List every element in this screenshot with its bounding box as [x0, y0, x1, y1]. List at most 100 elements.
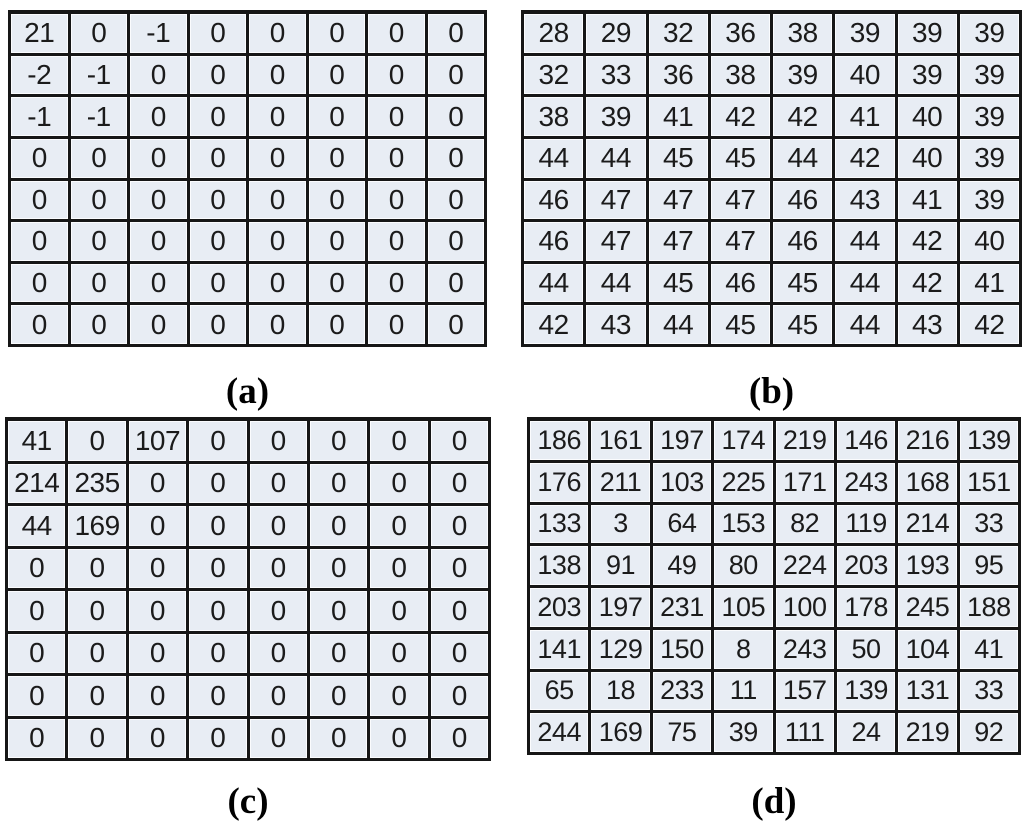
matrix-cell: 0: [430, 421, 488, 461]
matrix-cell: 0: [249, 421, 307, 461]
matrix-cell: 24: [836, 713, 896, 752]
matrix-cell: 45: [648, 138, 708, 178]
matrix-cell: 41: [835, 97, 895, 136]
matrix-cell: 38: [524, 97, 584, 136]
matrix-cell: 243: [775, 629, 834, 669]
matrix-cell: 0: [189, 421, 247, 461]
matrix-cell: 0: [68, 421, 126, 461]
matrix-cell: 0: [249, 548, 307, 588]
matrix-cell: 0: [189, 180, 246, 220]
matrix-cell: 0: [430, 676, 488, 716]
matrix-cell: 0: [11, 180, 68, 220]
matrix-cell: 0: [189, 506, 247, 546]
matrix-cell: 0: [8, 548, 66, 588]
matrix-cell: 0: [309, 591, 368, 631]
matrix-cell: 0: [427, 14, 484, 53]
matrix-cell: 0: [249, 305, 306, 344]
matrix-cell: 0: [249, 591, 307, 631]
matrix-cell: 46: [710, 263, 770, 303]
matrix-cell: 43: [586, 305, 646, 344]
matrix-cell: 0: [368, 14, 425, 53]
matrix-cell: 0: [189, 138, 246, 178]
matrix-cell: 0: [130, 97, 187, 136]
matrix-cell: 0: [370, 421, 428, 461]
matrix-cell: 0: [368, 55, 425, 95]
matrix-cell: 0: [368, 222, 425, 261]
matrix-cell: 42: [710, 97, 770, 136]
matrix-cell: 21: [11, 14, 68, 53]
matrix-cell: 176: [530, 462, 589, 502]
matrix-cell: 0: [249, 263, 306, 303]
matrix-cell: 139: [836, 671, 896, 711]
matrix-cell: 39: [897, 14, 957, 53]
matrix-cell: 45: [648, 263, 708, 303]
matrix-cell: 40: [835, 55, 895, 95]
matrix-cell: 153: [714, 504, 773, 544]
matrix-cell: 39: [586, 97, 646, 136]
matrix-cell: 0: [8, 676, 66, 716]
matrix-cell: 193: [898, 546, 957, 585]
matrix-cell: 0: [430, 718, 488, 758]
matrix-cell: 245: [898, 588, 957, 627]
matrix-cell: 0: [427, 97, 484, 136]
matrix-cell: 47: [648, 222, 708, 261]
matrix-cell: 44: [835, 222, 895, 261]
matrix-cell: 43: [835, 180, 895, 220]
matrix-cell: 0: [128, 463, 187, 503]
matrix-cell: 0: [130, 138, 187, 178]
matrix-cell: 233: [652, 671, 712, 711]
matrix-cell: 0: [309, 718, 368, 758]
matrix-cell: 0: [189, 463, 247, 503]
matrix-cell: 0: [249, 14, 306, 53]
matrix-cell: 0: [11, 138, 68, 178]
matrix-cell: 111: [775, 713, 834, 752]
matrix-cell: 0: [370, 591, 428, 631]
matrix-cell: 0: [11, 305, 68, 344]
matrix-cell: 224: [775, 546, 834, 585]
matrix-cell: 203: [530, 588, 589, 627]
matrix-cell: 40: [959, 222, 1019, 261]
matrix-cell: 0: [430, 506, 488, 546]
matrix-cell: 0: [249, 463, 307, 503]
matrix-cell: 0: [370, 463, 428, 503]
matrix-cell: 219: [898, 713, 957, 752]
matrix-cell: 0: [308, 180, 365, 220]
matrix-cell: 0: [309, 633, 368, 673]
matrix-cell: 46: [773, 180, 833, 220]
matrix-cell: 0: [189, 633, 247, 673]
matrix-cell: 0: [189, 97, 246, 136]
matrix-cell: 0: [189, 591, 247, 631]
matrix-cell: 42: [897, 263, 957, 303]
matrix-cell: 44: [524, 263, 584, 303]
matrix-cell: 42: [897, 222, 957, 261]
matrix-cell: 47: [710, 222, 770, 261]
matrix-cell: 39: [835, 14, 895, 53]
matrix-cell: 0: [309, 463, 368, 503]
matrix-cell: 0: [308, 305, 365, 344]
matrix-cell: 0: [249, 506, 307, 546]
matrix-cell: 0: [308, 55, 365, 95]
matrix-cell: 0: [368, 97, 425, 136]
matrix-cell: 169: [68, 506, 126, 546]
matrix-cell: 50: [836, 629, 896, 669]
matrix-cell: 41: [648, 97, 708, 136]
matrix-cell: 41: [959, 263, 1019, 303]
matrix-cell: 0: [68, 718, 126, 758]
matrix-cell: 214: [898, 504, 957, 544]
matrix-cell: 0: [128, 633, 187, 673]
matrix-cell: 0: [128, 548, 187, 588]
matrix-cell: 119: [836, 504, 896, 544]
matrix-cell: 235: [68, 463, 126, 503]
matrix-cell: 0: [309, 421, 368, 461]
matrix-cell: 0: [249, 138, 306, 178]
matrix-cell: 0: [130, 55, 187, 95]
matrix-cell: 33: [586, 55, 646, 95]
matrix-cell: 44: [8, 506, 66, 546]
matrix-cell: 0: [189, 305, 246, 344]
matrix-cell: 107: [128, 421, 187, 461]
matrix-cell: 0: [430, 591, 488, 631]
matrix-cell: 11: [714, 671, 773, 711]
matrix-cell: -1: [130, 14, 187, 53]
